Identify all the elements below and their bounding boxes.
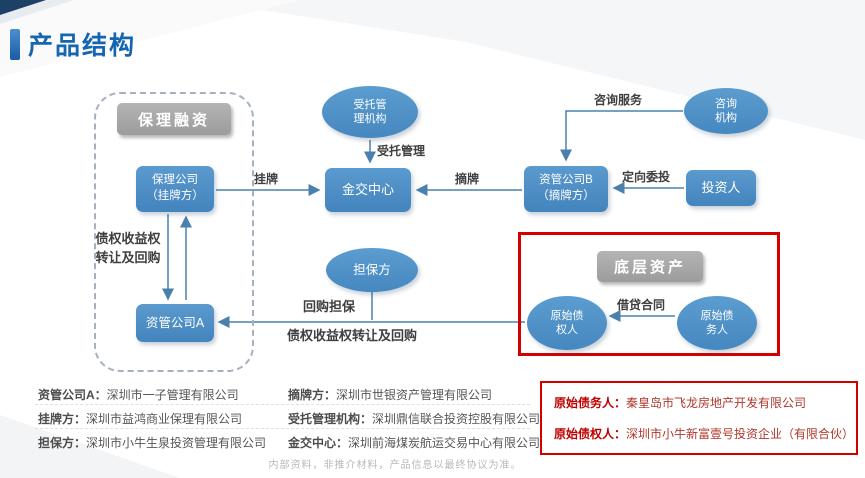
legend-item-exchange-center: 金交中心：深圳前海煤炭航运交易中心有限公司 <box>288 434 540 451</box>
edge-label-entrusted-mgmt: 受托管理 <box>377 144 426 158</box>
node-guarantor-label: 担保方 <box>353 262 391 277</box>
node-original-debtor: 原始债 务人 <box>677 296 757 350</box>
legend-value: 深圳鼎信联合投资控股有限公司 <box>372 412 541 426</box>
legend-value: 深圳市小牛新富壹号投资企业（有限合伙） <box>626 427 855 441</box>
legend-value: 深圳市世银资产管理有限公司 <box>336 388 493 402</box>
factoring-group-label-text: 保理融资 <box>137 111 210 129</box>
legend-value: 深圳市小牛生泉投资管理有限公司 <box>86 436 267 450</box>
node-asset-mgmt-b-label: 资管公司B （摘牌方） <box>537 174 595 202</box>
node-guarantor: 担保方 <box>326 248 418 292</box>
edge-label-transfer-repurchase-horizontal: 债权收益权转让及回购 <box>287 328 418 343</box>
legend-value: 深圳前海煤炭航运交易中心有限公司 <box>348 436 541 450</box>
node-consulting-label: 咨询 机构 <box>715 97 737 124</box>
edge-label-delisting: 摘牌 <box>455 172 480 186</box>
legend-item-listing-party: 挂牌方：深圳市益鸿商业保理有限公司 <box>38 410 242 427</box>
node-consulting: 咨询 机构 <box>684 88 768 134</box>
legend-label: 原始债权人： <box>554 427 627 441</box>
connector-consulting <box>560 110 683 162</box>
legend-label: 资管公司A： <box>38 388 107 402</box>
footer-disclaimer: 内部资料，非推介材料，产品信息以最终协议为准。 <box>268 460 522 471</box>
legend-label: 担保方： <box>38 436 87 450</box>
edge-label-listing: 挂牌 <box>254 172 279 186</box>
node-factoring-company-label: 保理公司 （挂牌方） <box>146 174 204 202</box>
node-trustee: 受托管 理机构 <box>322 86 418 138</box>
legend-label: 金交中心： <box>288 436 349 450</box>
underlying-assets-label: 底层资产 <box>597 251 703 282</box>
legend-item-asset-mgmt-a: 资管公司A：深圳市一子管理有限公司 <box>38 386 239 403</box>
node-trustee-label: 受托管 理机构 <box>353 98 387 125</box>
node-asset-mgmt-a: 资管公司A <box>136 304 214 342</box>
node-asset-mgmt-b: 资管公司B （摘牌方） <box>524 166 608 212</box>
underlying-assets-label-text: 底层资产 <box>613 259 686 276</box>
legend-item-guarantor: 担保方：深圳市小牛生泉投资管理有限公司 <box>38 434 266 451</box>
legend-label: 挂牌方： <box>38 412 87 426</box>
node-factoring-company: 保理公司 （挂牌方） <box>136 166 214 212</box>
node-original-debtor-label: 原始债 务人 <box>700 309 734 336</box>
node-exchange-center: 金交中心 <box>325 168 411 212</box>
node-exchange-center-label: 金交中心 <box>341 182 394 198</box>
legend-highlight-box: 原始债务人：秦皇岛市飞龙房地产开发有限公司 原始债权人：深圳市小牛新富壹号投资企… <box>540 381 858 455</box>
title-accent-bar <box>10 29 20 60</box>
node-investor-label: 投资人 <box>701 180 741 196</box>
legend-label: 受托管理机构： <box>288 412 373 426</box>
legend-item-trustee: 受托管理机构：深圳鼎信联合投资控股有限公司 <box>288 410 540 427</box>
legend-label: 原始债务人： <box>554 396 627 410</box>
legend-item-original-creditor: 原始债权人：深圳市小牛新富壹号投资企业（有限合伙） <box>554 425 854 442</box>
node-original-creditor-label: 原始债 权人 <box>550 309 584 336</box>
legend-label: 摘牌方： <box>288 388 337 402</box>
legend-separator <box>35 428 530 429</box>
corner-decoration-dark <box>0 0 46 15</box>
legend-value: 深圳市益鸿商业保理有限公司 <box>86 412 243 426</box>
edge-label-repurchase-guarantee: 回购担保 <box>303 299 356 314</box>
node-original-creditor: 原始债 权人 <box>527 296 607 350</box>
legend-item-original-debtor: 原始债务人：秦皇岛市飞龙房地产开发有限公司 <box>554 394 844 411</box>
legend-value: 深圳市一子管理有限公司 <box>106 388 239 402</box>
node-asset-mgmt-a-label: 资管公司A <box>145 315 205 330</box>
page-title: 产品结构 <box>28 32 137 60</box>
edge-label-consulting-service: 咨询服务 <box>594 93 643 107</box>
factoring-group-frame <box>94 92 254 372</box>
edge-label-directed-investment: 定向委投 <box>622 170 671 184</box>
legend-item-delisting-party: 摘牌方：深圳市世银资产管理有限公司 <box>288 386 492 403</box>
underlying-assets-frame <box>518 232 780 356</box>
legend-value: 秦皇岛市飞龙房地产开发有限公司 <box>626 396 807 410</box>
edge-label-loan-contract: 借贷合同 <box>617 298 666 312</box>
edge-label-transfer-repurchase-vertical: 债权收益权 转让及回购 <box>95 231 161 265</box>
legend-separator <box>35 404 530 405</box>
node-investor: 投资人 <box>686 170 756 206</box>
factoring-group-label: 保理融资 <box>117 103 231 135</box>
